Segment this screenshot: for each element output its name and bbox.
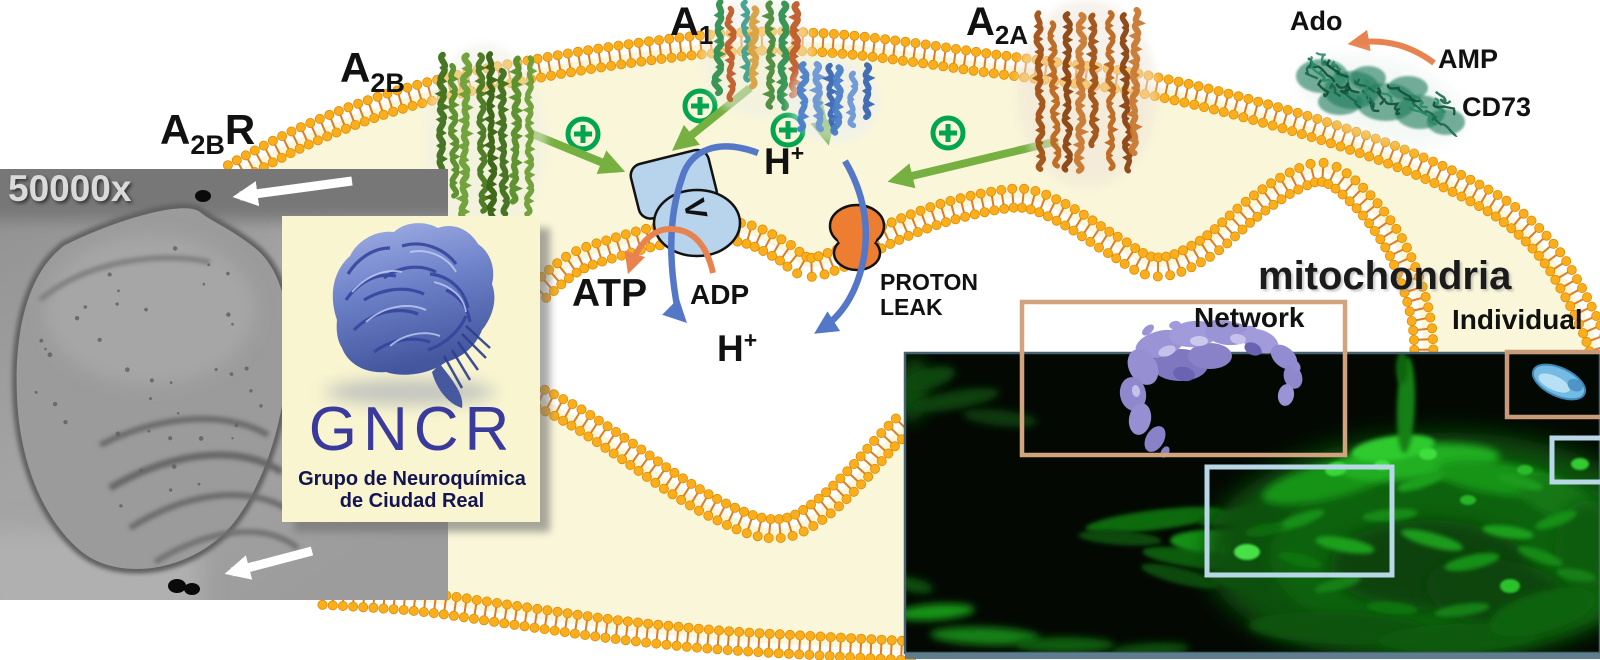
proton-label-bottom: H+ [717, 327, 758, 369]
brain-illustration [325, 223, 495, 408]
network-label: Network [1194, 302, 1305, 333]
amp-to-ado-arrow [1347, 29, 1436, 66]
a2b-receptor-label: A2B [340, 44, 405, 98]
proton-flow-arrows [662, 143, 870, 334]
stimulation-plus-icons [565, 88, 966, 152]
proton-leak-channel [828, 203, 886, 272]
adp-label: ADP [690, 279, 750, 310]
a2a-receptor-label: A2A [966, 0, 1029, 50]
individual-label: Individual [1452, 304, 1583, 335]
mitochondria-label: mitochondria [1258, 254, 1512, 298]
individual-box [1504, 349, 1600, 420]
adp-atp-arrow [624, 29, 1436, 275]
proton-label-top: H+ [764, 140, 805, 182]
gold-particle-bottom-1 [168, 579, 186, 593]
receptor-proteins [423, 0, 1466, 241]
annotation-boxes [1019, 299, 1600, 578]
adenosine-label: Ado [1290, 6, 1343, 36]
gncr-subtitle-2: de Ciudad Real [339, 490, 485, 512]
em-magnification-label: 50000x [8, 168, 132, 209]
plus-icon [682, 88, 718, 124]
gold-particle-top [195, 190, 211, 202]
network-box [1019, 299, 1348, 458]
a2a-receptor-structure [1016, 0, 1158, 189]
amp-label: AMP [1438, 44, 1498, 74]
gncr-subtitle-1: Grupo de Neuroquímica [298, 468, 526, 490]
a1-receptor-label: A1 [670, 0, 714, 50]
detail-box-center [1204, 464, 1395, 578]
em-arrow-top [232, 176, 353, 207]
cd73-enzyme-structure [1296, 51, 1466, 146]
atp-label: ATP [572, 272, 648, 315]
network-3d-reconstruction [1119, 320, 1303, 458]
gold-particle-bottom-2 [184, 583, 200, 595]
plus-icon [930, 115, 966, 151]
a1-helix-structure [787, 59, 881, 143]
cd73-label: CD73 [1462, 92, 1532, 122]
detail-box-right [1549, 435, 1600, 485]
fluorescence-microscopy-image [903, 351, 1600, 659]
a2b-receptor-structure [423, 43, 547, 241]
mitochondrial-network-fluorescence [905, 353, 1600, 653]
em-arrow-bottom [224, 546, 314, 580]
gncr-logo-card [282, 216, 550, 532]
plus-icon [565, 116, 601, 152]
gncr-acronym: GNCR [308, 395, 516, 464]
individual-3d-reconstruction [1531, 363, 1587, 401]
a2br-receptor-label: A2BR [160, 106, 256, 160]
